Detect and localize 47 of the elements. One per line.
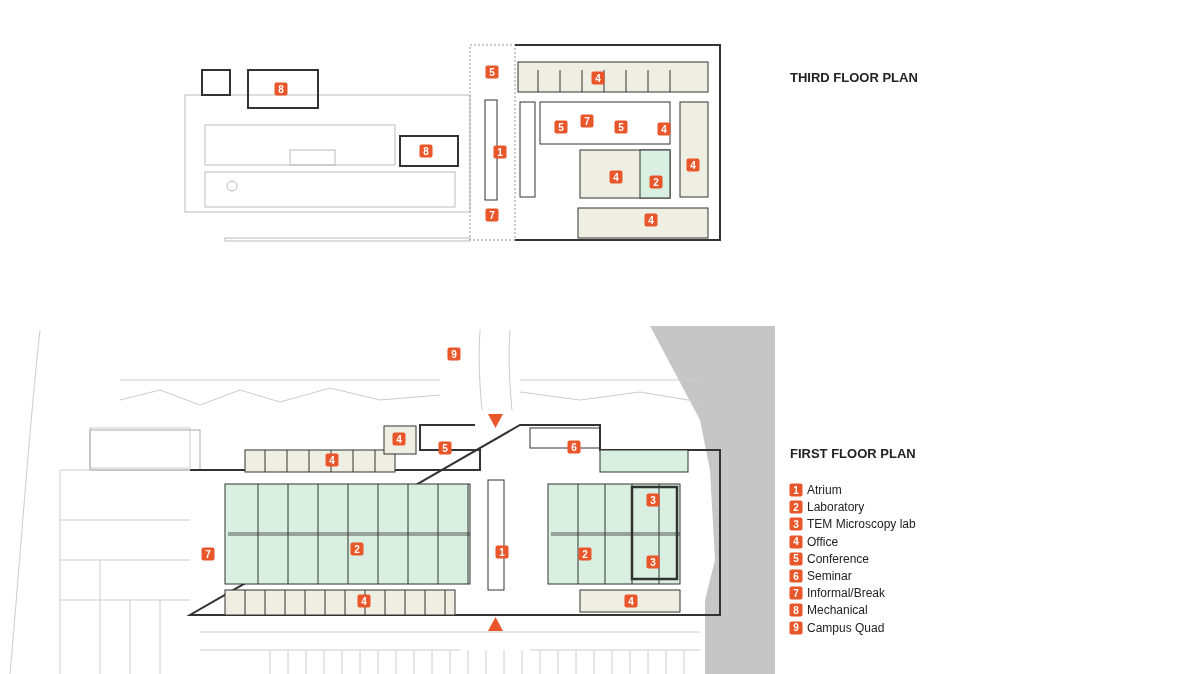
callout-number: 7	[485, 208, 499, 222]
callout-number: 7	[201, 547, 215, 561]
callout-number: 5	[554, 120, 568, 134]
legend-text: Informal/Break	[807, 585, 886, 603]
legend-text: Conference	[807, 550, 870, 568]
plan-title: FIRST FLOOR PLAN	[790, 445, 916, 463]
legend-text: Laboratory	[807, 499, 865, 517]
legend-text: Atrium	[807, 482, 842, 499]
legend-text: Campus Quad	[807, 619, 885, 637]
callout-number: 8	[274, 82, 288, 96]
callout-number: 2	[649, 175, 663, 189]
callout-number: 8	[789, 603, 803, 617]
callout-number: 9	[447, 347, 461, 361]
callout-number: 7	[789, 586, 803, 600]
callout-number: 1	[493, 145, 507, 159]
callout-number: 1	[495, 545, 509, 559]
callout-number: 5	[485, 65, 499, 79]
callout-number: 5	[614, 120, 628, 134]
callout-number: 2	[578, 547, 592, 561]
legend-text: Office	[807, 533, 839, 551]
legend-text: TEM Microscopy lab	[807, 516, 916, 534]
callout-number: 9	[789, 621, 803, 635]
callout-number: 3	[646, 555, 660, 569]
callout-number: 6	[789, 569, 803, 583]
callout-number: 2	[350, 542, 364, 556]
legend-text: Seminar	[807, 568, 852, 585]
callout-number: 7	[580, 114, 594, 128]
callout-number: 4	[686, 158, 700, 172]
callout-number: 4	[591, 71, 605, 85]
callout-number: 4	[789, 535, 803, 549]
callout-number: 3	[646, 493, 660, 507]
callout-number: 4	[325, 453, 339, 467]
callout-number: 1	[789, 483, 803, 497]
callout-number: 4	[657, 122, 671, 136]
callout-number: 4	[392, 432, 406, 446]
callout-number: 4	[624, 594, 638, 608]
callout-number: 6	[567, 440, 581, 454]
callout-number: 8	[419, 144, 433, 158]
legend-text: Mechanical	[807, 602, 868, 620]
callout-number: 2	[789, 500, 803, 514]
callout-number: 4	[609, 170, 623, 184]
callout-number: 5	[438, 441, 452, 455]
callout-number: 4	[644, 213, 658, 227]
callout-number: 5	[789, 552, 803, 566]
callout-number: 3	[789, 517, 803, 531]
plan-title: THIRD FLOOR PLAN	[790, 69, 918, 87]
callout-number: 4	[357, 594, 371, 608]
